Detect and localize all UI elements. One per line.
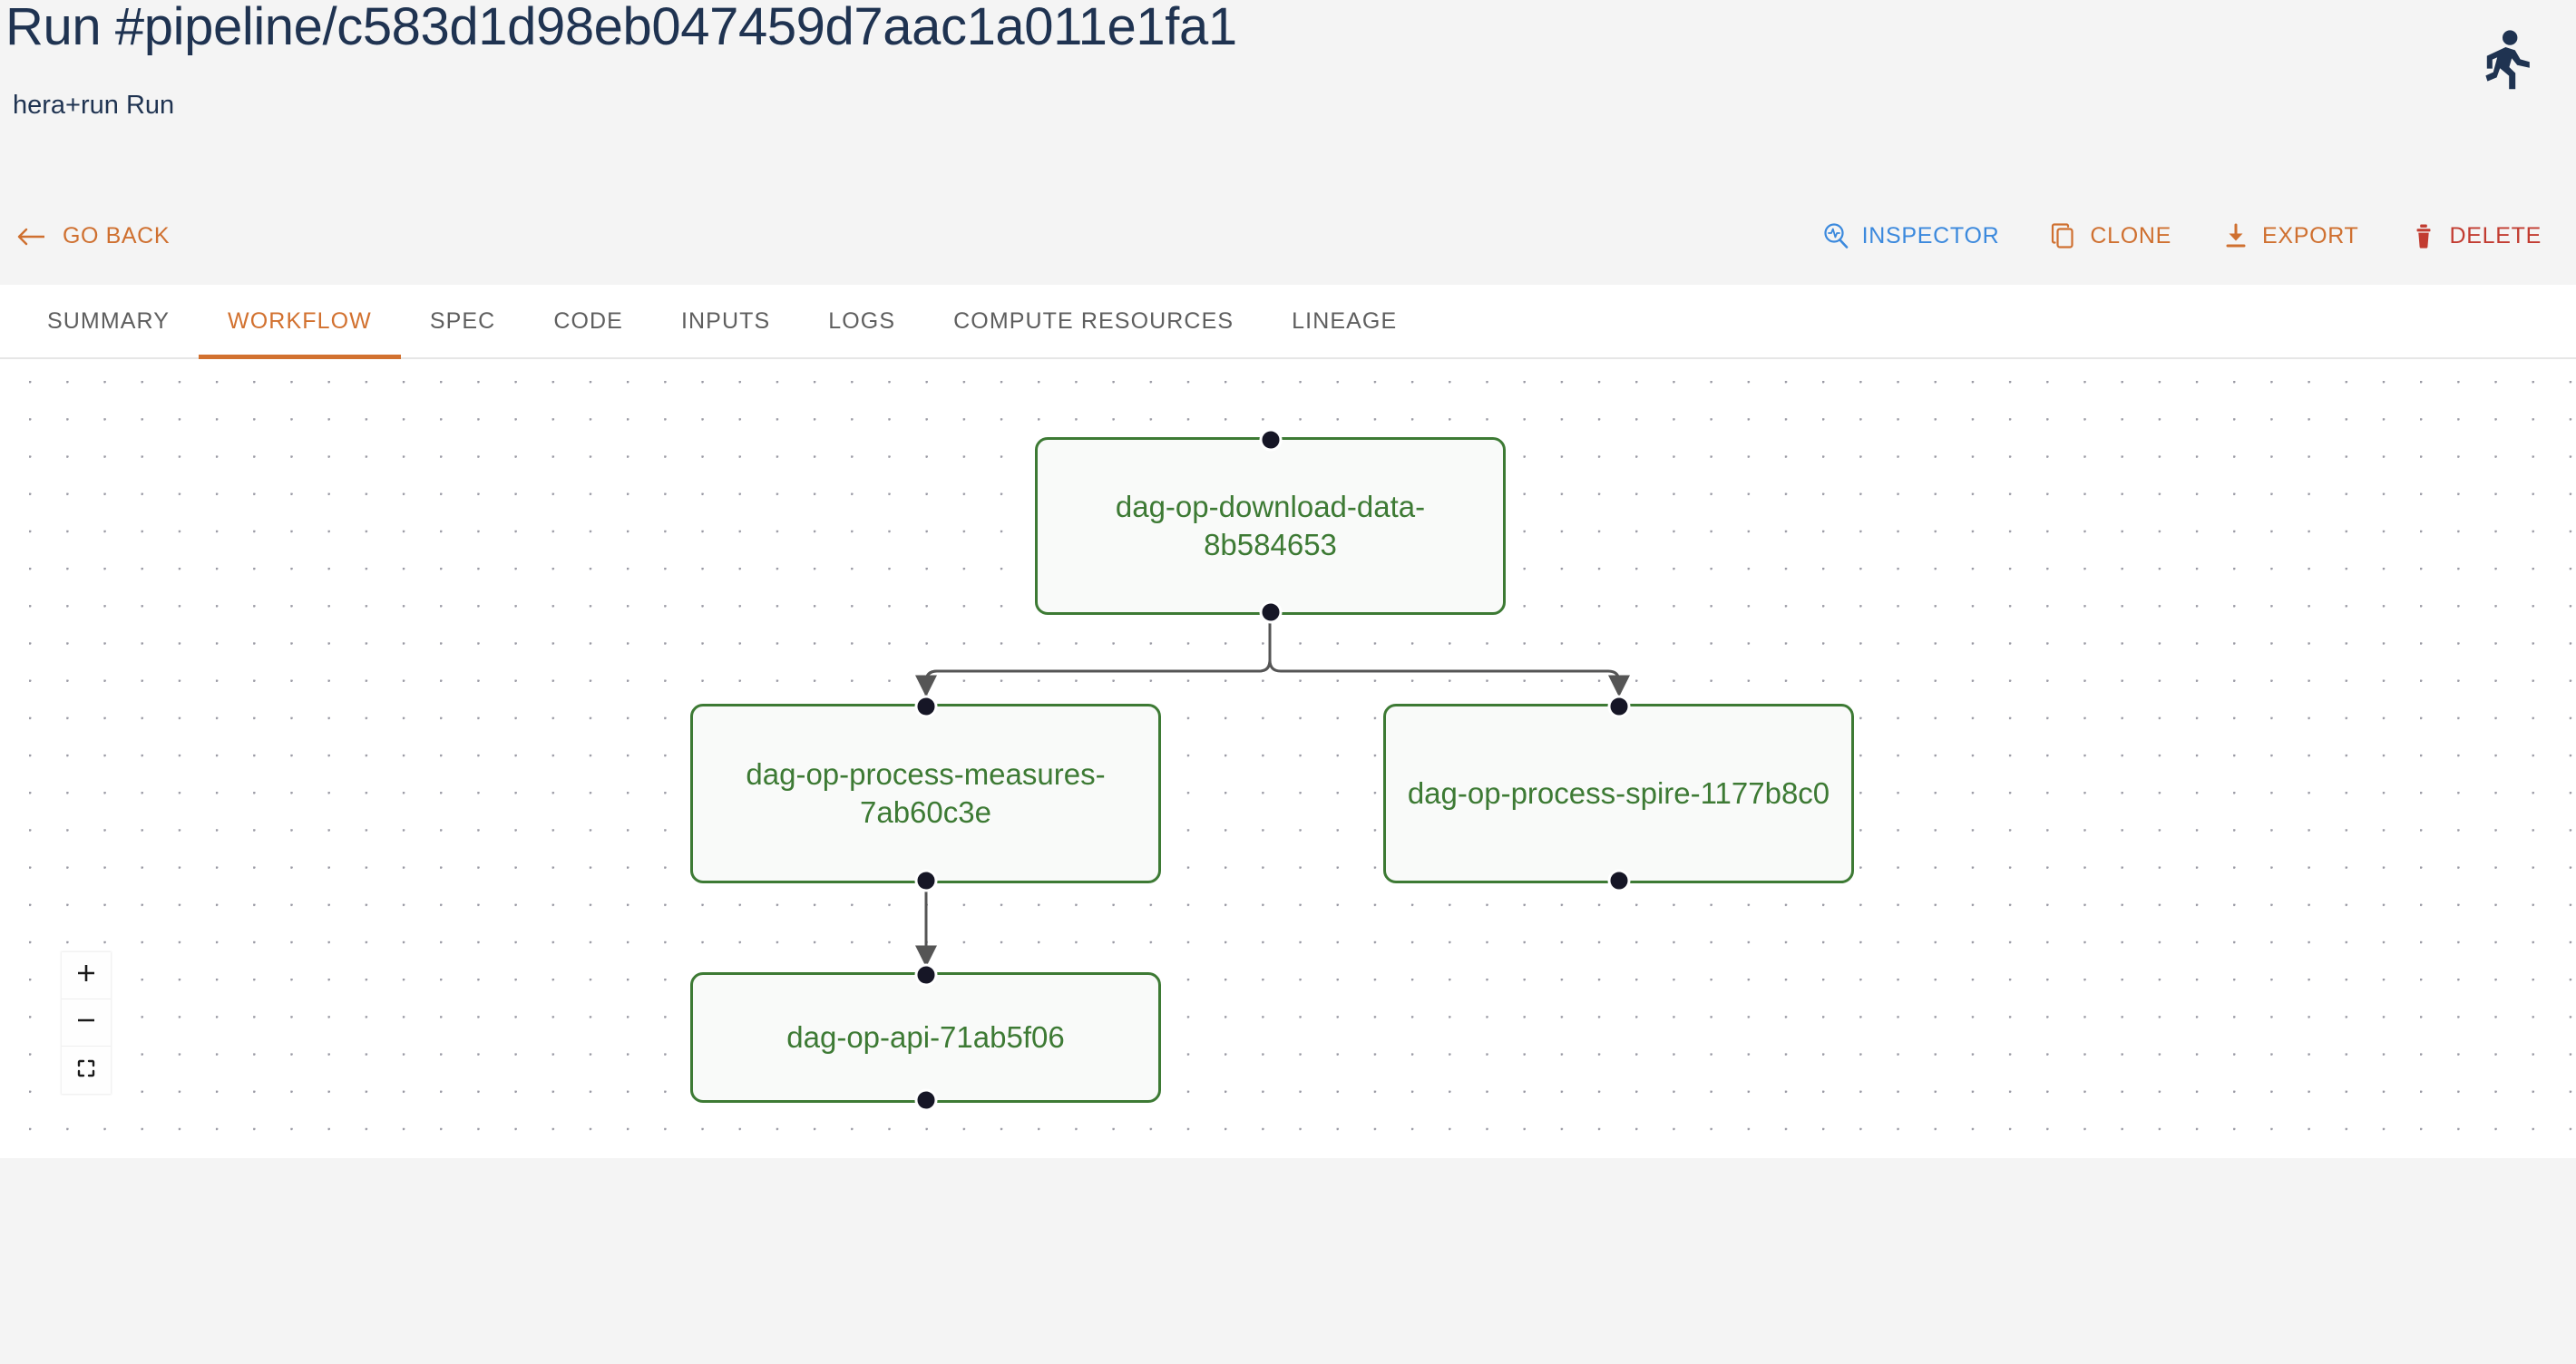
page-footer-space bbox=[0, 1158, 2576, 1364]
tab-compute-resources[interactable]: COMPUTE RESOURCES bbox=[924, 285, 1263, 357]
action-buttons: INSPECTOR CLONE bbox=[1822, 221, 2542, 250]
tab-summary[interactable]: SUMMARY bbox=[18, 285, 199, 357]
workflow-edges bbox=[915, 615, 1630, 968]
tab-logs-label: LOGS bbox=[828, 307, 896, 334]
page-title: Run #pipeline/c583d1d98eb047459d7aac1a01… bbox=[5, 0, 1237, 56]
node-handle-top[interactable] bbox=[1607, 695, 1630, 718]
inspector-label: INSPECTOR bbox=[1861, 222, 2000, 248]
workflow-node-label: dag-op-process-measures-7ab60c3e bbox=[746, 756, 1106, 829]
fit-view-button[interactable] bbox=[62, 1047, 111, 1094]
flow-controls bbox=[62, 952, 111, 1094]
tab-lineage[interactable]: LINEAGE bbox=[1263, 285, 1426, 357]
zoom-out-button[interactable] bbox=[62, 999, 111, 1047]
running-person-icon bbox=[2480, 27, 2538, 91]
tab-spec[interactable]: SPEC bbox=[401, 285, 524, 357]
tab-bar: SUMMARY WORKFLOW SPEC CODE INPUTS LOGS C… bbox=[0, 285, 2576, 359]
workflow-node-process-spire[interactable]: dag-op-process-spire-1177b8c0 bbox=[1383, 695, 1854, 892]
workflow-canvas[interactable]: dag-op-download-data-8b584653 dag-op-pro… bbox=[0, 359, 2576, 1158]
action-bar: GO BACK INSPECTOR bbox=[0, 198, 2576, 285]
download-icon bbox=[2222, 221, 2249, 250]
go-back-button[interactable]: GO BACK bbox=[16, 223, 170, 249]
workflow-node-api[interactable]: dag-op-api-71ab5f06 bbox=[690, 963, 1161, 1112]
minus-icon bbox=[75, 1009, 97, 1036]
node-handle-top[interactable] bbox=[1259, 428, 1282, 452]
clone-label: CLONE bbox=[2090, 222, 2171, 248]
workflow-node-label: dag-op-api-71ab5f06 bbox=[786, 1019, 1065, 1054]
page-subtitle: hera+run Run bbox=[13, 91, 175, 120]
tab-spec-label: SPEC bbox=[429, 307, 496, 334]
fit-view-icon bbox=[75, 1057, 97, 1084]
tab-inputs-label: INPUTS bbox=[680, 307, 771, 334]
node-handle-top[interactable] bbox=[914, 695, 937, 718]
trash-icon bbox=[2410, 221, 2437, 250]
tab-lineage-label: LINEAGE bbox=[1292, 307, 1398, 334]
zoom-in-button[interactable] bbox=[62, 952, 111, 999]
tab-code[interactable]: CODE bbox=[524, 285, 652, 357]
workflow-node-download-data[interactable]: dag-op-download-data-8b584653 bbox=[1035, 428, 1506, 624]
tab-summary-label: SUMMARY bbox=[47, 307, 171, 334]
workflow-node-process-measures[interactable]: dag-op-process-measures-7ab60c3e bbox=[690, 695, 1161, 892]
delete-button[interactable]: DELETE bbox=[2410, 221, 2542, 250]
inspector-button[interactable]: INSPECTOR bbox=[1822, 221, 2000, 250]
node-handle-bottom[interactable] bbox=[914, 869, 937, 892]
copy-icon bbox=[2050, 221, 2077, 250]
workflow-node-label: dag-op-download-data-8b584653 bbox=[1115, 489, 1426, 561]
export-button[interactable]: EXPORT bbox=[2222, 221, 2359, 250]
workflow-node-label: dag-op-process-spire-1177b8c0 bbox=[1407, 775, 1830, 810]
node-handle-top[interactable] bbox=[914, 963, 937, 987]
arrow-left-icon bbox=[16, 226, 47, 248]
node-handle-bottom[interactable] bbox=[1259, 600, 1282, 624]
clone-button[interactable]: CLONE bbox=[2050, 221, 2171, 250]
delete-label: DELETE bbox=[2449, 222, 2542, 248]
tab-inputs[interactable]: INPUTS bbox=[652, 285, 799, 357]
export-label: EXPORT bbox=[2261, 222, 2359, 248]
tab-code-label: CODE bbox=[553, 307, 623, 334]
node-handle-bottom[interactable] bbox=[1607, 869, 1630, 892]
page-header: Run #pipeline/c583d1d98eb047459d7aac1a01… bbox=[0, 0, 2576, 198]
node-handle-bottom[interactable] bbox=[914, 1088, 937, 1112]
tab-logs[interactable]: LOGS bbox=[799, 285, 924, 357]
go-back-label: GO BACK bbox=[63, 223, 171, 248]
plus-icon bbox=[75, 962, 97, 989]
tab-workflow-label: WORKFLOW bbox=[228, 307, 372, 334]
inspector-magnifier-icon bbox=[1822, 221, 1849, 250]
tab-workflow[interactable]: WORKFLOW bbox=[199, 285, 401, 359]
tab-compute-resources-label: COMPUTE RESOURCES bbox=[953, 307, 1234, 334]
